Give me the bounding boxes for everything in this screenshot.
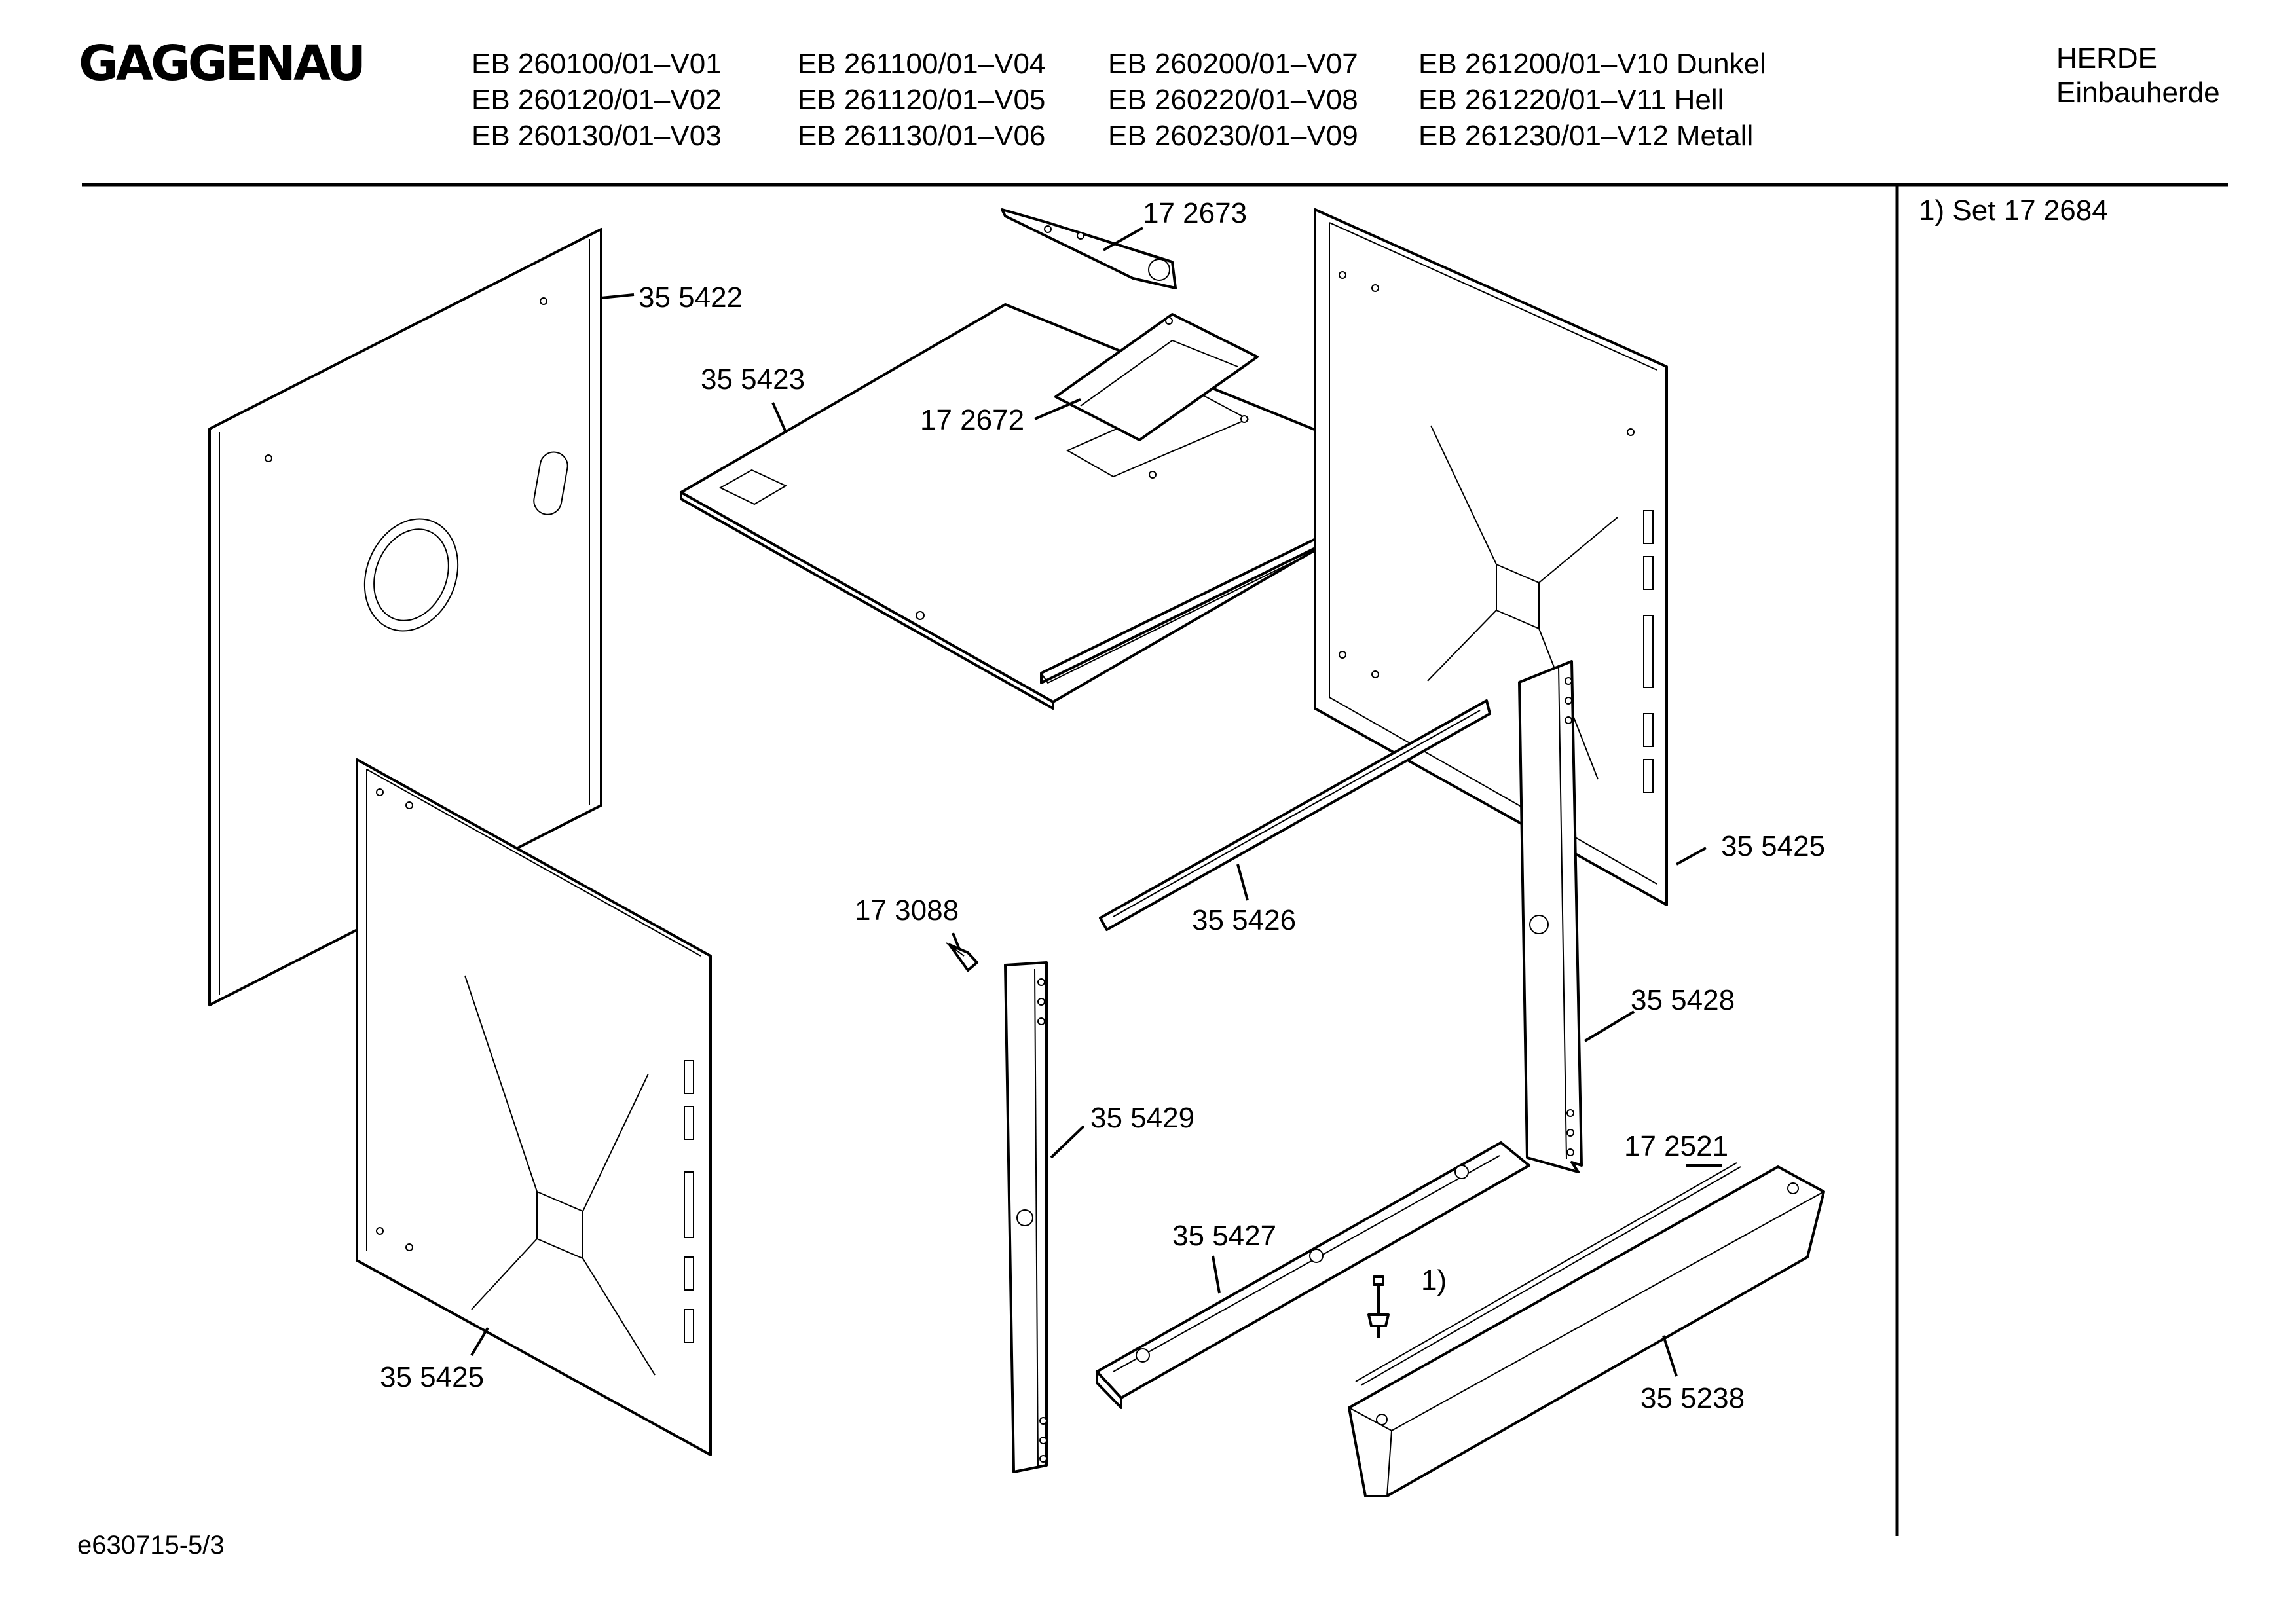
model-number: EB 261120/01–V05 [798, 84, 1046, 116]
model-number: EB 260230/01–V09 [1108, 120, 1358, 152]
part-label: 1) [1421, 1264, 1447, 1296]
model-number: EB 260100/01–V01 [472, 48, 722, 80]
model-number: EB 261130/01–V06 [798, 120, 1046, 152]
model-number: EB 260130/01–V03 [472, 120, 722, 152]
part-label: 35 5425 [1721, 830, 1825, 862]
part-number-labels: 35 5422 35 5423 17 2673 17 2672 35 5425 … [380, 197, 1825, 1414]
part-label: 17 3088 [855, 894, 959, 926]
model-number: EB 260120/01–V02 [472, 84, 722, 116]
part-label: 35 5428 [1631, 984, 1735, 1016]
model-column-3: EB 260200/01–V07 EB 260220/01–V08 EB 260… [1108, 46, 1358, 154]
model-number: EB 261230/01–V12 Metall [1418, 120, 1754, 152]
left-front-side-panel [356, 758, 712, 1456]
subcategory-label: Einbauherde [2056, 77, 2220, 109]
part-label: 35 5429 [1090, 1102, 1194, 1134]
model-number: EB 261200/01–V10 Dunkel [1418, 48, 1766, 80]
part-label: 17 2672 [920, 404, 1024, 436]
top-bracket [1001, 208, 1177, 289]
model-column-1: EB 260100/01–V01 EB 260120/01–V02 EB 260… [472, 46, 722, 154]
drawing-id: e630715-5/3 [77, 1531, 225, 1560]
model-number: EB 261100/01–V04 [798, 48, 1046, 80]
guide-rail [1099, 699, 1491, 931]
part-label: 17 2521 [1624, 1130, 1728, 1162]
category-label: HERDE [2056, 43, 2158, 75]
top-plate [1054, 313, 1259, 441]
bottom-front-rail [1096, 1141, 1530, 1409]
left-vertical-profile [1004, 961, 1048, 1473]
set-note: 1) Set 17 2684 [1919, 194, 2108, 227]
model-column-4: EB 261200/01–V10 Dunkel EB 261220/01–V11… [1418, 46, 1766, 154]
adjusting-foot-bolt [1367, 1275, 1390, 1338]
right-side-panel [1314, 208, 1668, 906]
part-label: 35 5425 [380, 1361, 484, 1393]
part-label: 35 5423 [701, 363, 805, 395]
part-label: 35 5427 [1172, 1220, 1276, 1252]
right-vertical-profile [1518, 660, 1583, 1173]
leader-lines [470, 227, 1722, 1377]
model-number: EB 260200/01–V07 [1108, 48, 1358, 80]
connecting-rod [1355, 1162, 1741, 1386]
part-label: 35 5238 [1640, 1382, 1745, 1414]
part-label: 35 5426 [1192, 904, 1296, 936]
model-number: EB 260220/01–V08 [1108, 84, 1358, 116]
plinth-cover [1348, 1165, 1825, 1497]
part-label: 35 5422 [639, 282, 743, 314]
model-column-2: EB 261100/01–V04 EB 261120/01–V05 EB 261… [798, 46, 1045, 154]
product-category: HERDE Einbauherde [2056, 42, 2220, 110]
part-label: 17 2673 [1143, 197, 1247, 229]
screw [946, 942, 978, 972]
brand-logo: GAGGENAU [79, 35, 366, 92]
model-number: EB 261220/01–V11 Hell [1418, 84, 1724, 116]
rear-left-side-panel [208, 228, 602, 1006]
